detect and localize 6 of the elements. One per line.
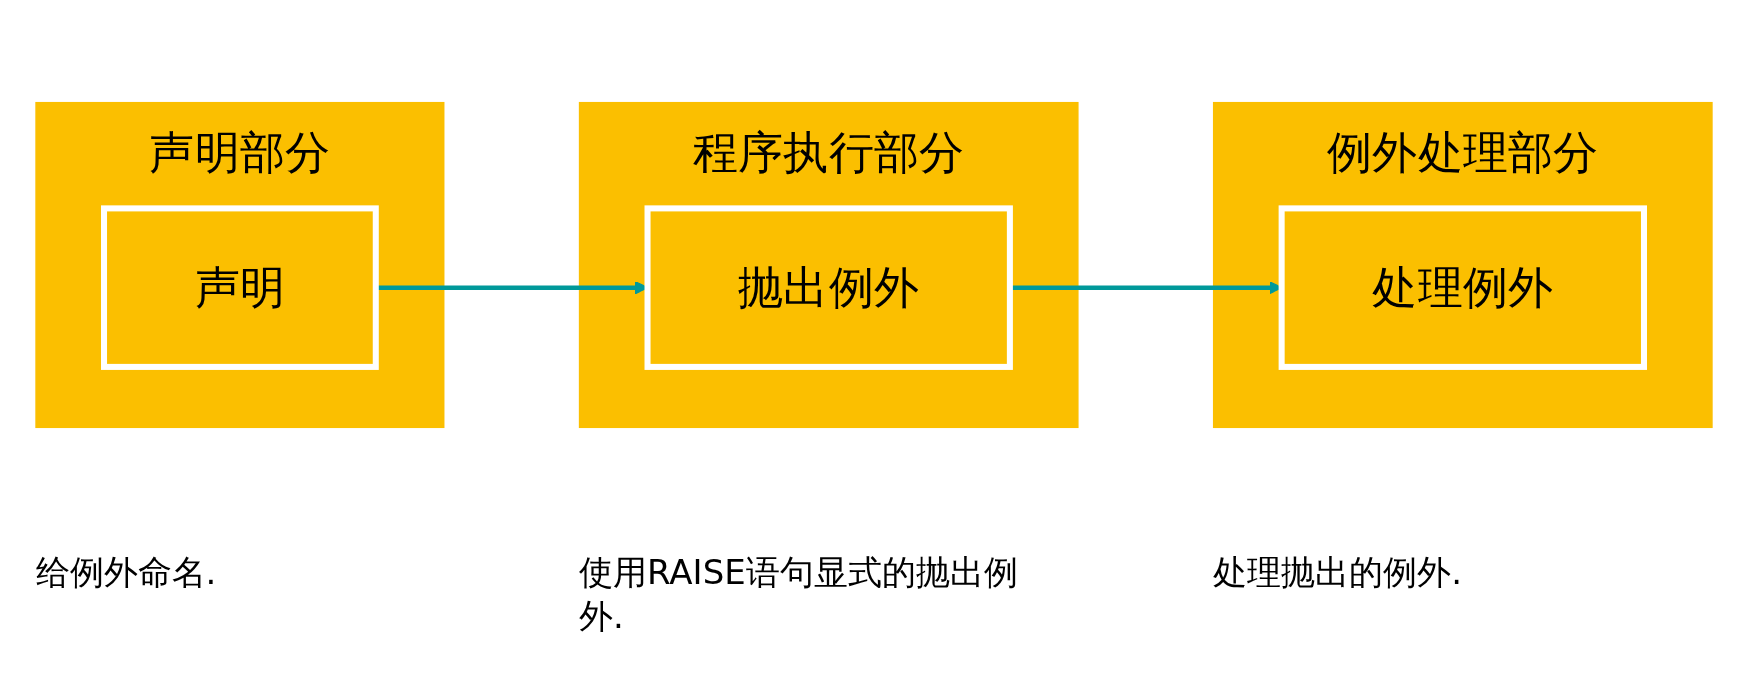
node-box: 抛出例外 bbox=[644, 205, 1013, 370]
node-caption: 给例外命名. bbox=[35, 551, 218, 594]
node-box: 声明 bbox=[100, 205, 379, 370]
node-caption: 处理抛出的例外. bbox=[1213, 551, 1463, 594]
node-box: 处理例外 bbox=[1278, 205, 1647, 370]
node-caption: 使用RAISE语句显式的抛出例外. bbox=[579, 551, 1019, 638]
